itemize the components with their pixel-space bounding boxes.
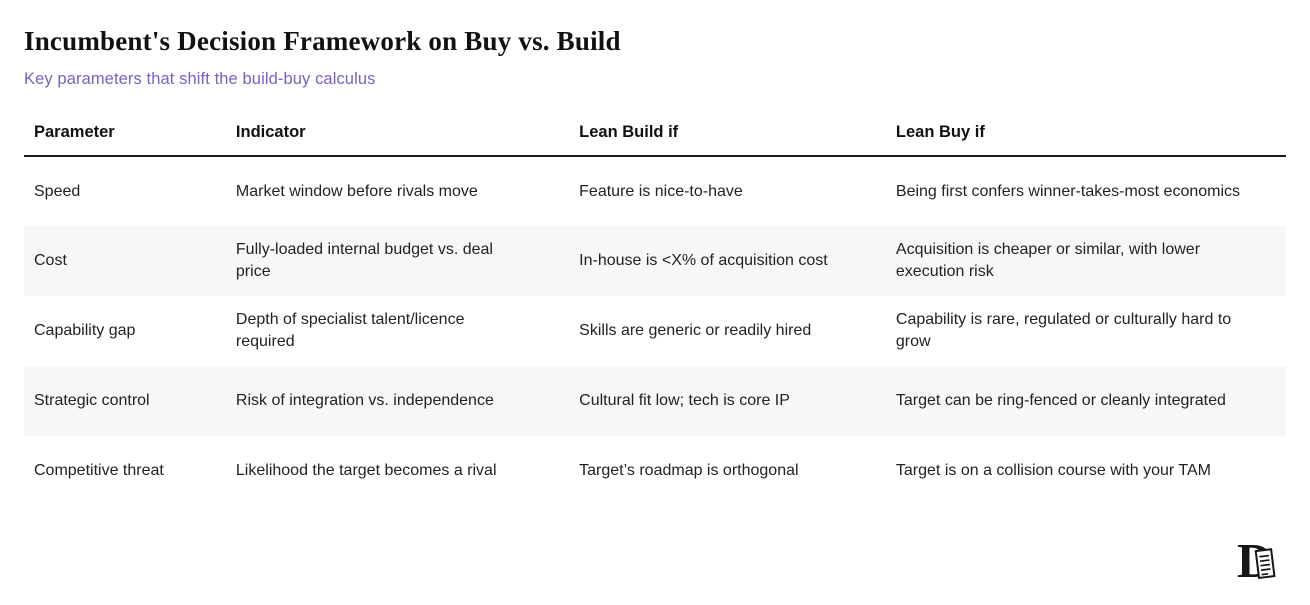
cell-parameter: Capability gap	[34, 322, 136, 339]
page-subtitle: Key parameters that shift the build-buy …	[24, 70, 376, 89]
decision-framework-table: Parameter Indicator Lean Build if Lean B…	[24, 111, 1286, 506]
cell-lean-build: Cultural fit low; tech is core IP	[579, 392, 790, 409]
column-header-lean-build: Lean Build if	[569, 111, 886, 158]
cell-lean-buy: Acquisition is cheaper or similar, with …	[895, 240, 1201, 281]
column-header-parameter: Parameter	[24, 111, 226, 158]
cell-parameter: Cost	[34, 252, 67, 269]
cell-indicator: Depth of specialist talent/licence requi…	[235, 310, 465, 351]
cell-lean-buy: Being first confers winner-takes-most ec…	[895, 182, 1241, 200]
cell-lean-buy: Target is on a collision course with you…	[895, 462, 1211, 479]
table-row: Speed Market window before rivals move F…	[24, 156, 1286, 226]
table-row: Cost Fully-loaded internal budget vs. de…	[24, 226, 1286, 297]
cell-indicator: Fully-loaded internal budget vs. deal pr…	[235, 240, 493, 281]
cell-parameter: Strategic control	[34, 392, 150, 409]
table-row: Strategic control Risk of integration vs…	[24, 366, 1286, 437]
cell-lean-build: Target’s roadmap is orthogonal	[579, 462, 799, 479]
cell-lean-build: Skills are generic or readily hired	[579, 322, 812, 339]
cell-parameter: Speed	[34, 182, 81, 200]
cell-lean-buy: Target can be ring-fenced or cleanly int…	[895, 392, 1226, 409]
column-header-indicator: Indicator	[225, 111, 570, 158]
cell-indicator: Market window before rivals move	[235, 182, 478, 200]
column-header-lean-buy: Lean Buy if	[885, 111, 1286, 158]
table-row: Competitive threat Likelihood the target…	[24, 436, 1286, 506]
publisher-logo-icon: D	[1237, 533, 1283, 588]
cell-indicator: Risk of integration vs. independence	[235, 392, 494, 409]
table-row: Capability gap Depth of specialist talen…	[24, 296, 1286, 366]
cell-lean-build: Feature is nice-to-have	[579, 182, 743, 200]
page-title: Incumbent's Decision Framework on Buy vs…	[24, 26, 621, 56]
cell-indicator: Likelihood the target becomes a rival	[235, 462, 497, 479]
table-header-row: Parameter Indicator Lean Build if Lean B…	[24, 111, 1286, 158]
cell-lean-build: In-house is <X% of acquisition cost	[579, 252, 828, 269]
cell-parameter: Competitive threat	[34, 462, 164, 479]
cell-lean-buy: Capability is rare, regulated or cultura…	[895, 310, 1232, 351]
